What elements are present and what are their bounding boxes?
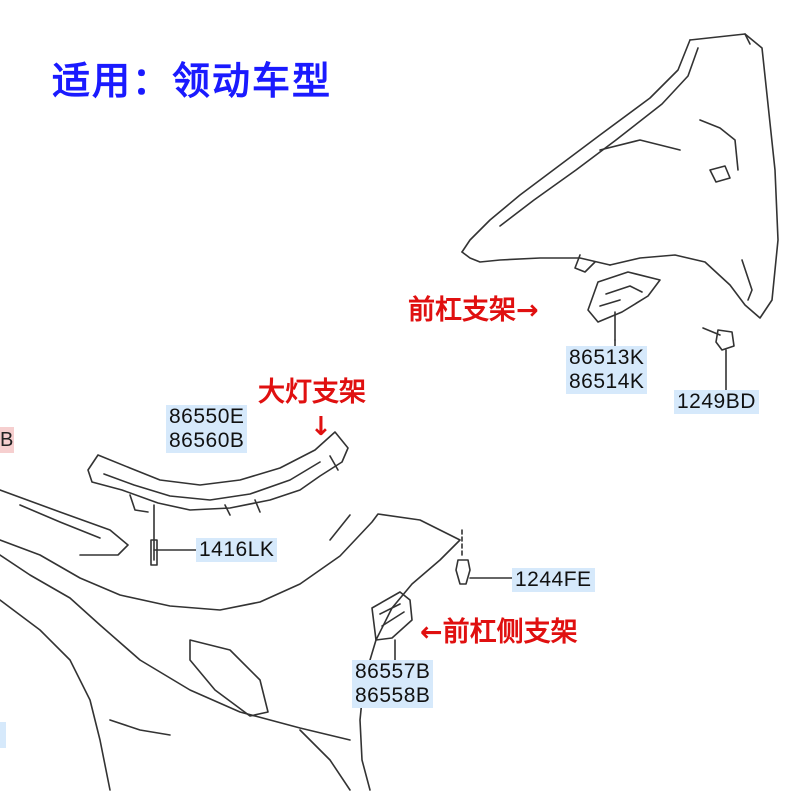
side-bracket-drawing (371, 591, 413, 661)
callout-text: 大灯支架 (258, 377, 366, 408)
part-number-label: 1244FE (512, 568, 595, 592)
part-number-label: 1416LK (196, 538, 278, 562)
bumper-screw-drawing (455, 529, 516, 585)
fender-bracket-part-numbers: 86513K 86514K (566, 346, 648, 394)
part-number-label: 86557B (352, 660, 434, 684)
part-number-label: 86560B (166, 429, 248, 453)
part-number-label: 86513K (566, 346, 648, 370)
fender-drawing (461, 33, 779, 319)
headlight-bracket-part-numbers: 86550E 86560B (166, 405, 248, 453)
fender-bolt-drawing (702, 327, 735, 393)
callout-text: 前杠支架 (408, 295, 516, 326)
fender-bracket-drawing (587, 271, 661, 341)
side-bracket-part-numbers: 86557B 86558B (352, 660, 434, 708)
arrow-left-icon: ← (420, 617, 443, 648)
headlight-screw-drawing (150, 504, 197, 566)
edge-highlight-fragment (0, 722, 6, 748)
bumper-drawing (0, 489, 461, 791)
callout-headlight-bracket: 大灯支架 (258, 370, 366, 409)
callout-front-bracket: 前杠支架→ (408, 288, 539, 327)
page-title: 适用：领动车型 (52, 59, 333, 103)
callout-text: 前杠侧支架 (442, 617, 578, 648)
part-number-label: 86558B (352, 684, 434, 708)
part-number-label: 86550E (166, 405, 248, 429)
part-number-label: 1249BD (674, 390, 759, 414)
callout-side-bracket: ←前杠侧支架 (420, 610, 578, 649)
edge-label-fragment: B (0, 427, 14, 453)
headlight-bracket-drawing (87, 431, 349, 516)
arrow-right-icon: → (516, 295, 539, 326)
part-number-label: 86514K (566, 370, 648, 394)
arrow-down-icon: ↓ (310, 412, 332, 442)
